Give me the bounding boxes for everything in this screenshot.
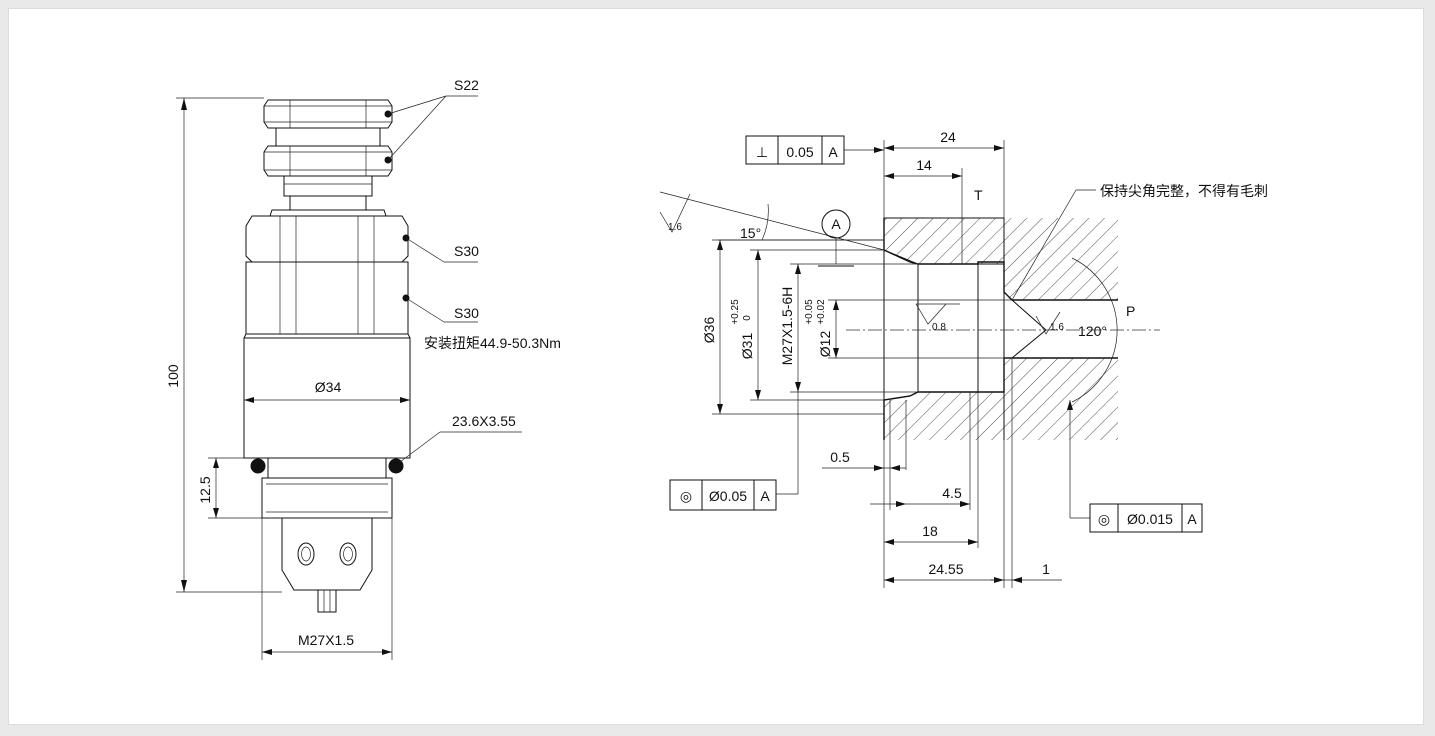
perpendicularity-datum: A bbox=[828, 144, 838, 160]
torque-label: 安装扭矩44.9-50.3Nm bbox=[424, 335, 561, 351]
dim-24.55-label: 24.55 bbox=[928, 561, 963, 577]
dia-12-label: Ø12 bbox=[817, 331, 833, 358]
port-p-label: P bbox=[1126, 303, 1135, 319]
datum-a-circle: A bbox=[831, 216, 841, 232]
dim-4.5-label: 4.5 bbox=[942, 485, 962, 501]
oring-label: 23.6X3.55 bbox=[452, 413, 516, 429]
thread-length-label: 12.5 bbox=[197, 476, 213, 503]
dia-12-tol-upper: +0.05 bbox=[804, 299, 815, 325]
dia-12-tol-lower: +0.02 bbox=[816, 299, 827, 325]
concentricity-frame-2: ◎ Ø0.015 A bbox=[1067, 400, 1203, 533]
total-length-label: 100 bbox=[165, 364, 181, 388]
concentricity-2-value: Ø0.015 bbox=[1127, 511, 1173, 527]
port-t-label: T bbox=[974, 187, 983, 203]
valve-side-view: 100 12.5 Ø34 M27X1.5 S22 S30 bbox=[165, 77, 561, 660]
concentricity-1-datum: A bbox=[760, 488, 770, 504]
oring-left bbox=[250, 458, 266, 474]
dia-36-label: Ø36 bbox=[701, 317, 717, 344]
oring-right bbox=[388, 458, 404, 474]
perpendicularity-frame: ⊥ 0.05 A bbox=[745, 135, 884, 165]
cavity-section-view: 120° P T 24 14 ⊥ 0.05 A 保持尖角完整，不得有毛刺 bbox=[659, 129, 1268, 588]
concentricity-2-symbol: ◎ bbox=[1098, 511, 1110, 527]
roughness-1: 1.6 bbox=[668, 222, 682, 233]
dia-31-tol-lower: 0 bbox=[742, 315, 753, 321]
perpendicularity-value: 0.05 bbox=[786, 144, 813, 160]
hex-low-label: S30 bbox=[454, 305, 479, 321]
hex-mid-label: S30 bbox=[454, 243, 479, 259]
thread-spec-label: M27X1.5 bbox=[298, 632, 354, 648]
sharp-edge-note: 保持尖角完整，不得有毛刺 bbox=[1100, 183, 1268, 199]
dim-14-label: 14 bbox=[916, 157, 932, 173]
concentricity-2-datum: A bbox=[1187, 511, 1197, 527]
concentricity-1-symbol: ◎ bbox=[680, 488, 692, 504]
dia-31-label: Ø31 bbox=[739, 333, 755, 360]
roughness-2: 0.8 bbox=[932, 322, 946, 333]
cone-angle-label: 120° bbox=[1078, 323, 1107, 339]
body-diameter-label: Ø34 bbox=[315, 379, 342, 395]
roughness-3: 1.6 bbox=[1050, 322, 1064, 333]
concentricity-1-value: Ø0.05 bbox=[709, 488, 747, 504]
dia-31-tol-upper: +0.25 bbox=[730, 299, 741, 325]
thread-spec-label-cavity: M27X1.5-6H bbox=[779, 287, 795, 366]
perpendicularity-symbol: ⊥ bbox=[756, 144, 768, 160]
dim-18-label: 18 bbox=[922, 523, 938, 539]
concentricity-frame-1: ◎ Ø0.05 A bbox=[669, 479, 798, 511]
dim-1-label: 1 bbox=[1042, 561, 1050, 577]
dim-0.5-label: 0.5 bbox=[830, 449, 850, 465]
angle-15-label: 15° bbox=[740, 225, 761, 241]
hex-top-label: S22 bbox=[454, 77, 479, 93]
dim-24-label: 24 bbox=[940, 129, 956, 145]
